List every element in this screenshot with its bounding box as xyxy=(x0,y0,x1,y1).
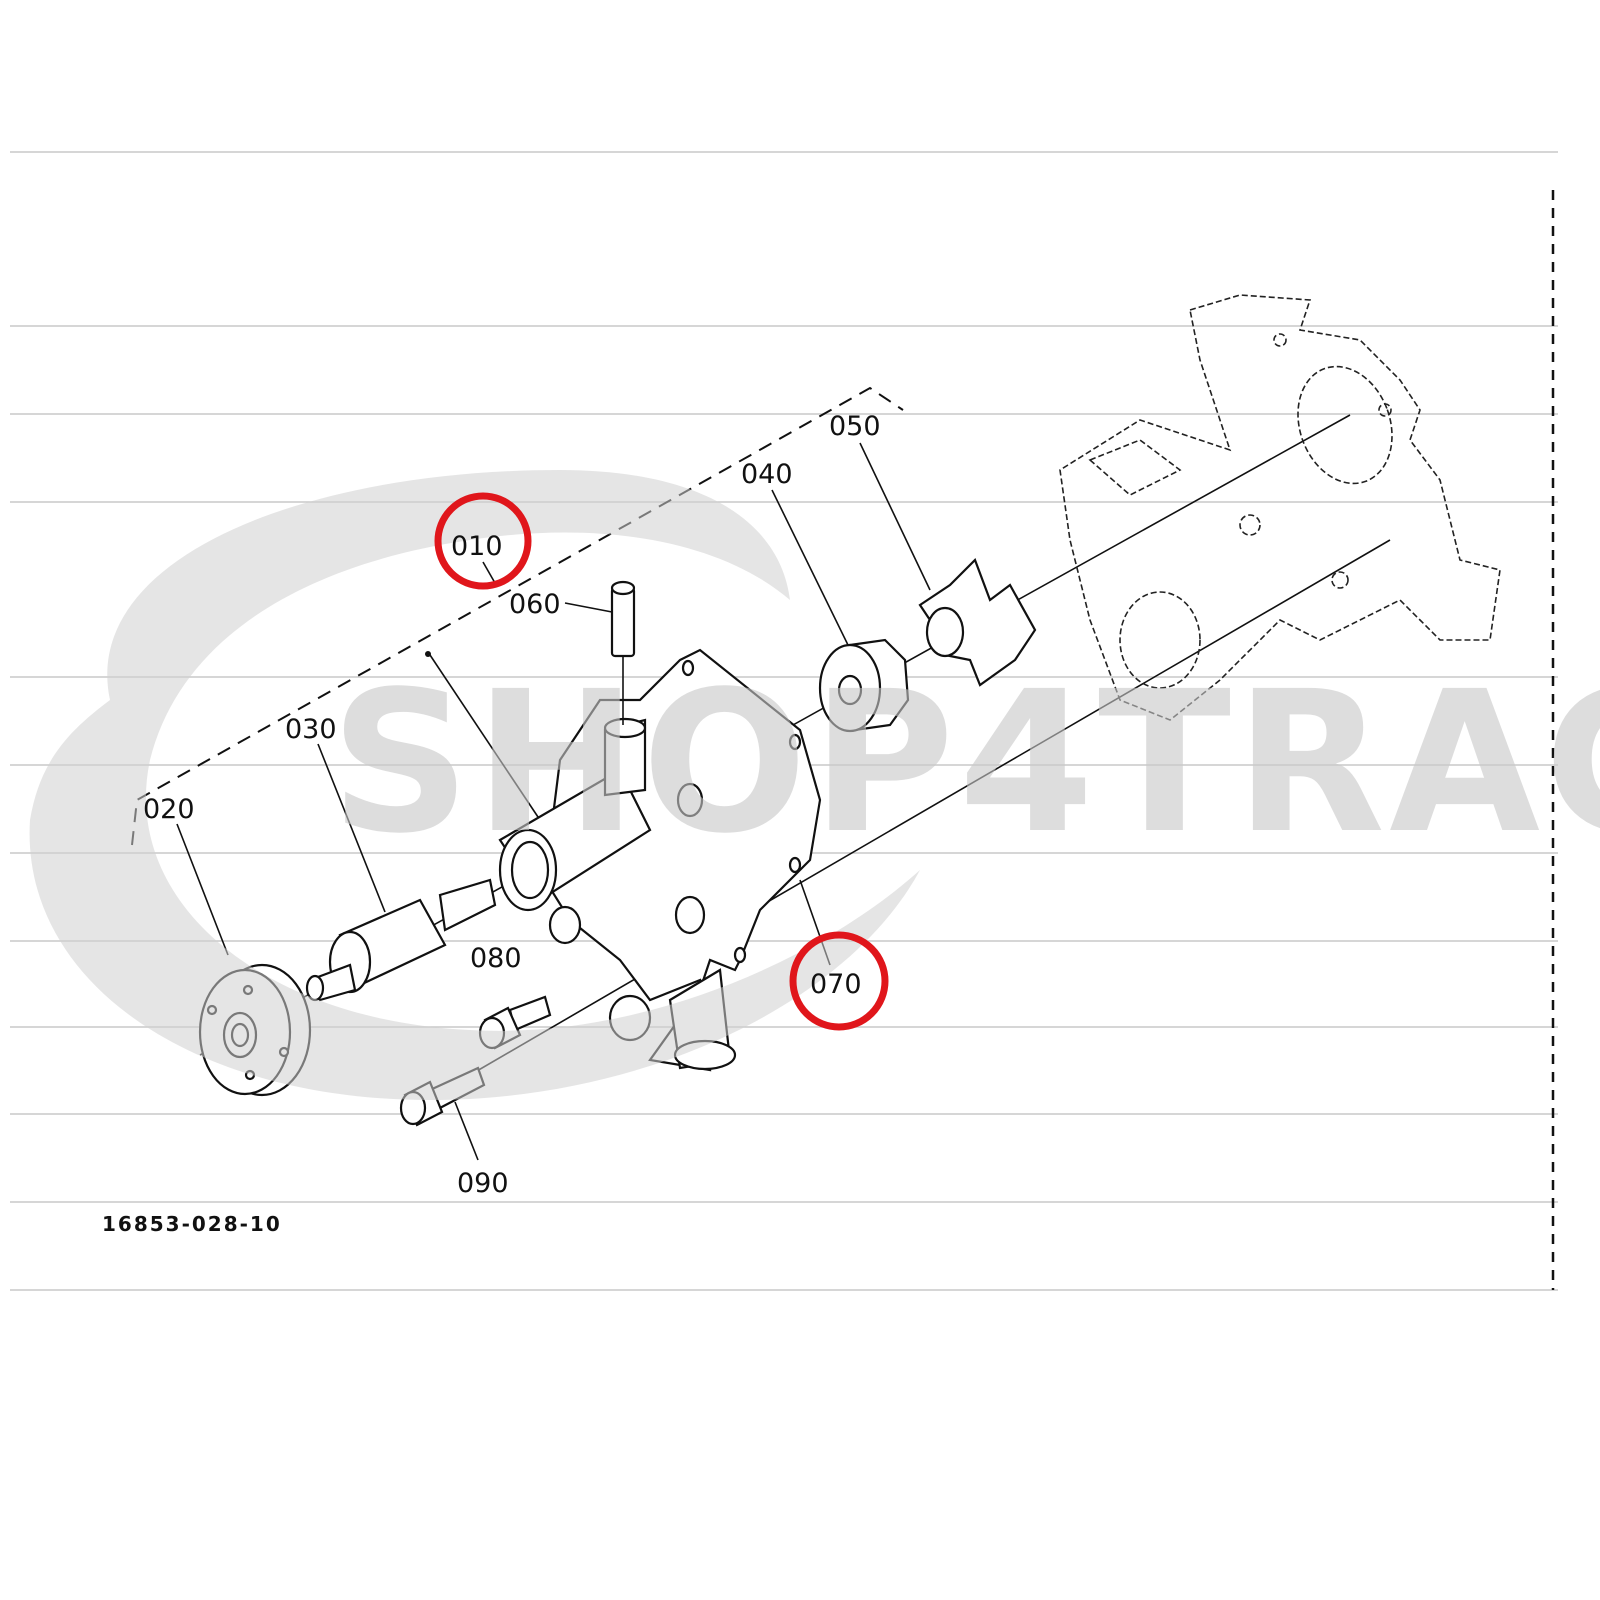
part-050-impeller xyxy=(918,558,1037,687)
label-020[interactable]: 020 xyxy=(143,794,195,825)
engine-block xyxy=(1059,294,1501,721)
drawing-number: 16853-028-10 xyxy=(102,1212,282,1236)
highlight-circle-010 xyxy=(434,492,532,590)
label-070[interactable]: 070 xyxy=(810,969,862,1000)
part-060-pipe xyxy=(610,580,636,725)
label-040[interactable]: 040 xyxy=(741,459,793,490)
leader-lines xyxy=(176,442,931,1161)
label-050[interactable]: 050 xyxy=(829,411,881,442)
label-010[interactable]: 010 xyxy=(451,531,503,562)
label-030[interactable]: 030 xyxy=(285,714,337,745)
label-060[interactable]: 060 xyxy=(509,589,561,620)
label-090[interactable]: 090 xyxy=(457,1168,509,1199)
part-labels: 010 020 030 040 050 060 070 080 090 xyxy=(143,411,881,1199)
highlight-circle-070 xyxy=(789,931,889,1031)
assembly-bracket xyxy=(131,386,904,846)
part-030-bearing xyxy=(305,878,497,1002)
watermark-logo: SHOP4TRAC xyxy=(29,470,1600,1100)
part-040-seal xyxy=(818,638,910,733)
watermark-text: SHOP4TRAC xyxy=(330,649,1600,876)
label-080[interactable]: 080 xyxy=(470,943,522,974)
